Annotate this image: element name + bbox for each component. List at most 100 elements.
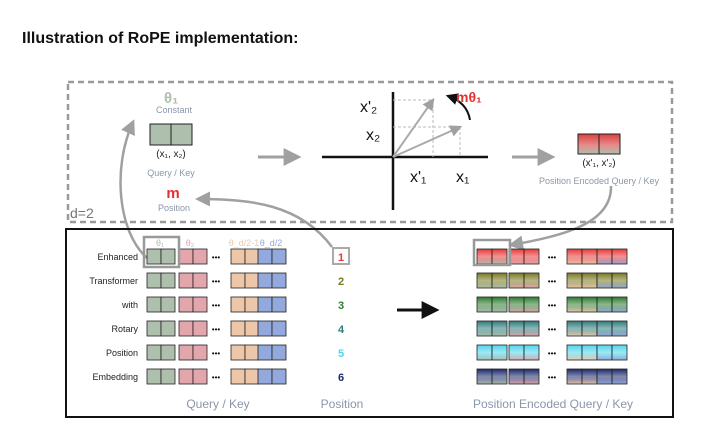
qk-cell xyxy=(160,296,176,313)
qk-cell xyxy=(244,296,260,313)
rotation-angle-label: mθ₁ xyxy=(456,89,482,105)
encoded-cell xyxy=(523,320,540,337)
word-label: Embedding xyxy=(92,372,138,382)
bottom-panel-border xyxy=(65,228,674,418)
encoded-cell xyxy=(566,320,583,337)
qk-cell xyxy=(244,248,260,265)
encoded-cell xyxy=(476,368,493,385)
encoded-cell xyxy=(476,272,493,289)
encoded-cell xyxy=(508,296,525,313)
m-symbol: m xyxy=(166,185,179,202)
encoded-cell xyxy=(491,272,508,289)
encoded-cell xyxy=(611,368,628,385)
encoded-cell xyxy=(596,320,613,337)
encoded-cell xyxy=(596,368,613,385)
qk-cell xyxy=(230,368,246,385)
ellipsis: ••• xyxy=(548,349,557,358)
encoded-cell xyxy=(508,344,525,361)
encoded-vector xyxy=(577,133,621,155)
encoded-cell xyxy=(476,320,493,337)
qk-cell xyxy=(160,272,176,289)
encoded-cell xyxy=(581,320,598,337)
axis-label-x2-prime: x'₂ xyxy=(360,99,377,116)
encoded-cell xyxy=(491,320,508,337)
arrow-position-to-m xyxy=(195,191,334,248)
encoded-cell xyxy=(491,344,508,361)
position-number: 4 xyxy=(338,324,345,336)
position-label-top: Position xyxy=(158,203,190,213)
arrow-theta-to-constant xyxy=(119,119,148,259)
word-label: Position xyxy=(106,348,138,358)
word-rows: Enhanced•••1•••Transformer•••2•••with•••… xyxy=(89,247,628,385)
encoded-cell xyxy=(523,368,540,385)
axis-label-x1-prime: x'₁ xyxy=(410,169,426,186)
encoded-cell xyxy=(566,368,583,385)
ellipsis: ••• xyxy=(548,325,557,334)
encoded-cell xyxy=(581,248,598,265)
qk-cell xyxy=(160,368,176,385)
qk-cell xyxy=(244,272,260,289)
encoded-cell xyxy=(596,296,613,313)
qk-cell xyxy=(271,344,287,361)
axis-label-x2: x₂ xyxy=(366,127,380,144)
qk-cell xyxy=(192,320,208,337)
qk-cell xyxy=(178,248,194,265)
encoded-cell xyxy=(581,368,598,385)
ellipsis: ••• xyxy=(212,373,221,382)
query-key-label-top: Query / Key xyxy=(147,168,195,178)
qk-cell xyxy=(230,320,246,337)
qk-cell xyxy=(146,368,162,385)
position-number: 6 xyxy=(338,372,344,384)
qk-cell xyxy=(146,320,162,337)
encoded-cell xyxy=(566,248,583,265)
encoded-cell xyxy=(523,272,540,289)
qk-cell xyxy=(178,272,194,289)
qk-cell xyxy=(271,296,287,313)
highlight-box-right xyxy=(472,238,512,267)
theta-label-d2-minus-1: θ_d/2-1 xyxy=(229,238,260,248)
qk-cell xyxy=(192,248,208,265)
qk-cell xyxy=(257,248,273,265)
ellipsis: ••• xyxy=(212,301,221,310)
position-number: 1 xyxy=(338,252,344,264)
encoded-cell xyxy=(508,272,525,289)
qk-cell xyxy=(257,344,273,361)
encoded-caption: Position Encoded Query / Key xyxy=(473,397,633,411)
encoded-cell xyxy=(476,344,493,361)
qk-cell xyxy=(178,296,194,313)
encoded-cell xyxy=(491,248,508,265)
qk-cell xyxy=(160,344,176,361)
top-panel-border xyxy=(66,80,674,224)
ellipsis: ••• xyxy=(548,373,557,382)
qk-cell xyxy=(230,296,246,313)
highlight-box-left xyxy=(142,235,181,269)
word-label: with xyxy=(121,300,138,310)
qk-cell xyxy=(178,368,194,385)
qk-cell xyxy=(257,272,273,289)
ellipsis: ••• xyxy=(212,253,221,262)
ellipsis: ••• xyxy=(212,277,221,286)
qk-cell xyxy=(271,368,287,385)
qk-cell xyxy=(244,344,260,361)
d-label: d=2 xyxy=(70,205,94,221)
position-1-highlight xyxy=(332,247,350,265)
arrow-encoded-to-output xyxy=(508,185,613,251)
theta-1-symbol: θ₁ xyxy=(164,90,178,107)
encoded-cell xyxy=(523,248,540,265)
qk-cell xyxy=(192,344,208,361)
input-vector xyxy=(149,123,193,146)
page-title: Illustration of RoPE implementation: xyxy=(22,30,299,47)
qk-cell xyxy=(178,320,194,337)
qk-cell xyxy=(146,296,162,313)
encoded-cell xyxy=(581,344,598,361)
encoded-cell xyxy=(611,320,628,337)
qk-cell xyxy=(146,344,162,361)
encoded-cell xyxy=(566,272,583,289)
qk-cell xyxy=(230,272,246,289)
axis-label-x1: x₁ xyxy=(456,169,469,186)
ellipsis: ••• xyxy=(212,325,221,334)
encoded-cell xyxy=(523,296,540,313)
encoded-vector-label: (x'₁, x'₂) xyxy=(582,158,615,169)
constant-label: Constant xyxy=(156,105,193,115)
qk-cell xyxy=(230,248,246,265)
